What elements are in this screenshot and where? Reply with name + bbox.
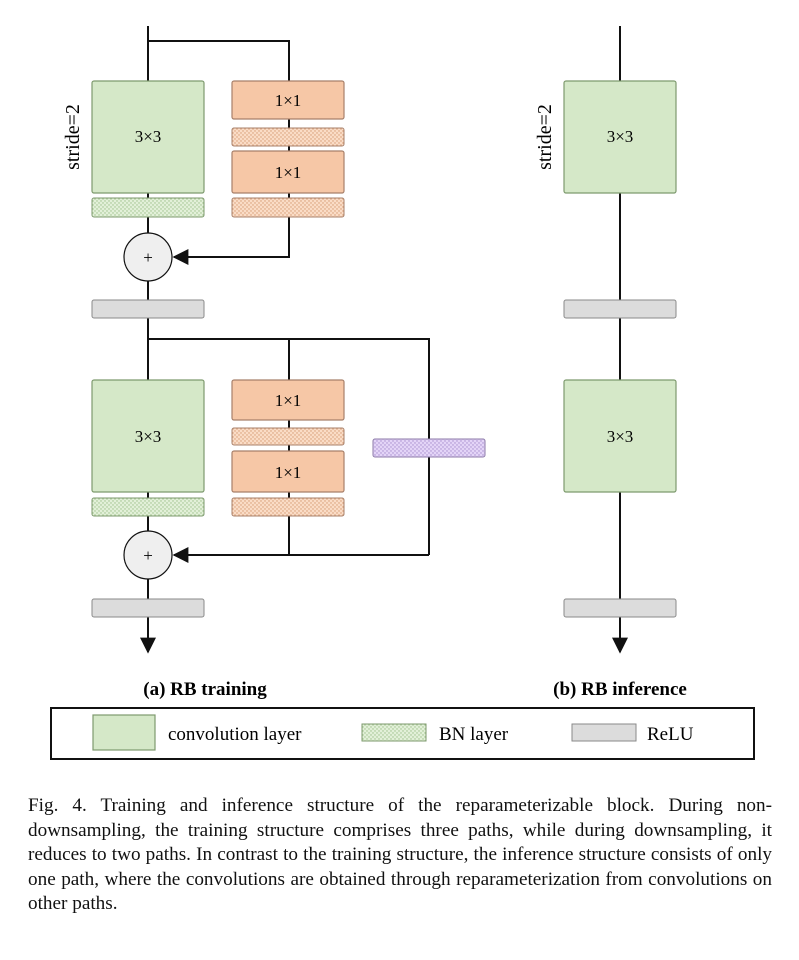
merge-arrow	[172, 217, 290, 265]
conv1x1-block	[231, 80, 345, 120]
conv1x1-block	[231, 450, 345, 493]
bn-layer	[231, 497, 345, 517]
bn-layer	[231, 197, 345, 218]
legend-swatch-conv	[92, 714, 156, 751]
training-subtitle: (a) RB training	[143, 679, 267, 700]
conv3x3-block	[91, 379, 205, 493]
bn-layer	[231, 427, 345, 446]
relu-layer	[91, 598, 205, 618]
conv3x3-label: 3×3	[607, 427, 634, 446]
bn-layer	[91, 497, 205, 517]
branch-line	[148, 40, 290, 81]
conv3x3-block	[563, 379, 677, 493]
legend-label-relu: ReLU	[647, 724, 694, 745]
conv3x3-label: 3×3	[607, 127, 634, 146]
inference-subtitle: (b) RB inference	[553, 679, 687, 700]
legend: convolution layer BN layer ReLU	[50, 707, 755, 760]
bn-layer	[91, 197, 205, 218]
relu-layer	[563, 299, 677, 319]
relu-layer	[91, 299, 205, 319]
stride-label: stride=2	[62, 104, 84, 170]
relu-layer	[563, 598, 677, 618]
conv1x1-block	[231, 379, 345, 421]
legend-swatch-relu	[571, 723, 637, 742]
conv3x3-label: 3×3	[135, 427, 162, 446]
stride-label: stride=2	[534, 104, 556, 170]
training-diagram	[140, 26, 430, 654]
conv3x3-block	[563, 80, 677, 194]
legend-swatch-bn	[361, 723, 427, 742]
add-node	[123, 232, 173, 282]
rb-diagram: 3×3 1×1 1×1 + stride=2 3×3 1×1 1×1 + (a)…	[50, 26, 755, 760]
identity-bn-layer	[372, 438, 486, 458]
conv1x1-label: 1×1	[275, 391, 302, 410]
conv1x1-label: 1×1	[275, 163, 302, 182]
add-symbol: +	[143, 248, 153, 267]
legend-label-bn: BN layer	[439, 724, 509, 745]
conv1x1-block	[231, 150, 345, 194]
conv3x3-block	[91, 80, 205, 194]
add-symbol: +	[143, 546, 153, 565]
conv3x3-label: 3×3	[135, 127, 162, 146]
add-node	[123, 530, 173, 580]
bn-layer	[231, 127, 345, 147]
figure-caption: Fig. 4. Training and inference structure…	[28, 795, 772, 914]
conv1x1-label: 1×1	[275, 463, 302, 482]
conv1x1-label: 1×1	[275, 91, 302, 110]
legend-label-conv: convolution layer	[168, 724, 302, 745]
